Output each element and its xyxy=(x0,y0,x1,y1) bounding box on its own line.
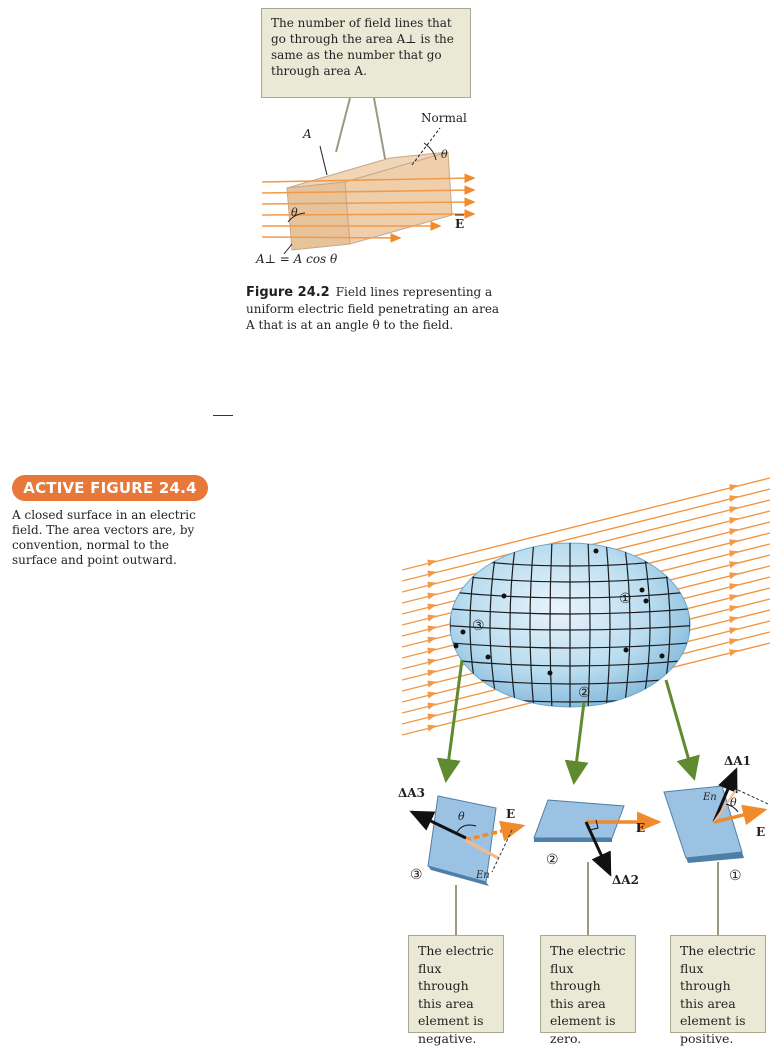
callout-leaders-bottom xyxy=(455,862,719,935)
field-arrowhead xyxy=(427,581,437,589)
field-arrowhead xyxy=(729,484,739,492)
flux-callout-negative: The electric flux through this area elem… xyxy=(408,935,504,1046)
callout-positive-text: The electric flux through this area elem… xyxy=(680,943,756,1046)
active-figure-badge: ACTIVE FIGURE 24.4 xyxy=(12,475,208,501)
area-element-3 xyxy=(409,795,526,886)
theta-3: θ xyxy=(458,810,465,823)
field-arrowhead xyxy=(729,528,739,536)
field-arrowhead xyxy=(729,539,739,547)
field-arrowhead xyxy=(729,638,739,646)
field-arrowhead xyxy=(729,572,739,580)
element-num-1: ① xyxy=(729,868,742,884)
theta-1: θ xyxy=(730,796,737,809)
field-arrowhead xyxy=(427,559,437,567)
field-arrowhead xyxy=(427,658,437,666)
grid-meridian xyxy=(587,543,591,707)
grid-parallel xyxy=(450,658,690,667)
area-element-2 xyxy=(533,799,662,877)
label-theta-bottom: θ xyxy=(291,206,298,219)
grid-parallel xyxy=(450,607,690,615)
field-line xyxy=(401,477,771,571)
E-3: E xyxy=(506,807,515,821)
label-E-24-2: E xyxy=(455,214,464,231)
field-line xyxy=(401,488,771,582)
field-arrowhead xyxy=(729,616,739,624)
En-1: En xyxy=(702,792,717,803)
grid-parallel xyxy=(450,624,690,631)
element-num-2: ② xyxy=(546,852,559,868)
flux-callout-zero: The electric flux through this area elem… xyxy=(540,935,636,1046)
label-normal: Normal xyxy=(421,111,467,125)
field-arrowhead xyxy=(427,713,437,721)
active-caption-text: A closed surface in an electric field. T… xyxy=(12,508,196,567)
field-arrowhead xyxy=(427,636,437,644)
tilted-plane-A xyxy=(286,151,453,251)
label-A-perp: A⊥ = A cos θ xyxy=(255,252,338,266)
grid-meridian xyxy=(623,543,631,707)
field-arrowhead xyxy=(729,550,739,558)
field-arrowhead xyxy=(427,724,437,732)
green-arrows xyxy=(436,659,700,785)
grid-meridian xyxy=(529,543,535,707)
callout-top-text: The number of field lines that go throug… xyxy=(271,16,454,78)
dA2-text: ΔA2 xyxy=(612,873,639,887)
active-figure-caption: A closed surface in an electric field. T… xyxy=(12,508,217,568)
label-dA3: ΔA3 xyxy=(398,786,425,800)
field-arrowhead xyxy=(729,561,739,569)
figure-label: Figure 24.2 xyxy=(246,285,330,300)
surface-label-2: ② xyxy=(578,685,591,701)
field-arrowhead xyxy=(729,495,739,503)
field-arrowhead xyxy=(729,605,739,613)
field-arrowhead xyxy=(427,691,437,699)
field-arrowhead xyxy=(427,625,437,633)
En-3: En xyxy=(475,870,490,881)
grid-parallel xyxy=(450,573,690,583)
field-arrowhead xyxy=(729,506,739,514)
label-E-text: E xyxy=(455,217,464,231)
field-arrowhead xyxy=(729,627,739,635)
field-arrowhead xyxy=(427,592,437,600)
field-arrowhead xyxy=(729,517,739,525)
field-arrowhead xyxy=(427,614,437,622)
grid-meridian xyxy=(509,543,517,707)
grid-parallel xyxy=(450,590,690,599)
dA1-text: ΔA1 xyxy=(724,754,751,768)
field-arrowhead xyxy=(427,669,437,677)
field-arrowhead xyxy=(729,649,739,657)
field-lines-24-2 xyxy=(261,173,476,243)
grid-meridian xyxy=(549,543,553,707)
field-arrowhead xyxy=(427,647,437,655)
E-1: E xyxy=(756,825,765,839)
flux-callout-top: The number of field lines that go throug… xyxy=(261,8,471,98)
label-theta-top: θ xyxy=(441,148,448,161)
E-2: E xyxy=(636,821,645,835)
flux-callout-positive: The electric flux through this area elem… xyxy=(670,935,766,1046)
dA3-text: ΔA3 xyxy=(398,786,425,800)
surface-label-1: ① xyxy=(619,591,632,607)
figure-caption-text: Field lines representing a uniform elect… xyxy=(246,285,500,332)
callout-negative-text: The electric flux through this area elem… xyxy=(418,943,494,1046)
element-num-3: ③ xyxy=(410,867,423,883)
field-arrowhead xyxy=(729,594,739,602)
badge-text: ACTIVE FIGURE 24.4 xyxy=(23,479,197,497)
field-arrowhead xyxy=(427,603,437,611)
surface-label-3: ③ xyxy=(472,618,485,634)
area-element-1 xyxy=(663,767,769,863)
field-arrowhead xyxy=(427,702,437,710)
field-arrowhead xyxy=(427,680,437,688)
field-arrowhead xyxy=(427,570,437,578)
label-A: A xyxy=(302,127,312,141)
field-arrowhead xyxy=(729,583,739,591)
grid-meridian xyxy=(605,543,611,707)
divider xyxy=(213,415,233,416)
normal-line xyxy=(283,127,441,255)
grid-parallel xyxy=(450,641,690,649)
callout-zero-text: The electric flux through this area elem… xyxy=(550,943,626,1046)
